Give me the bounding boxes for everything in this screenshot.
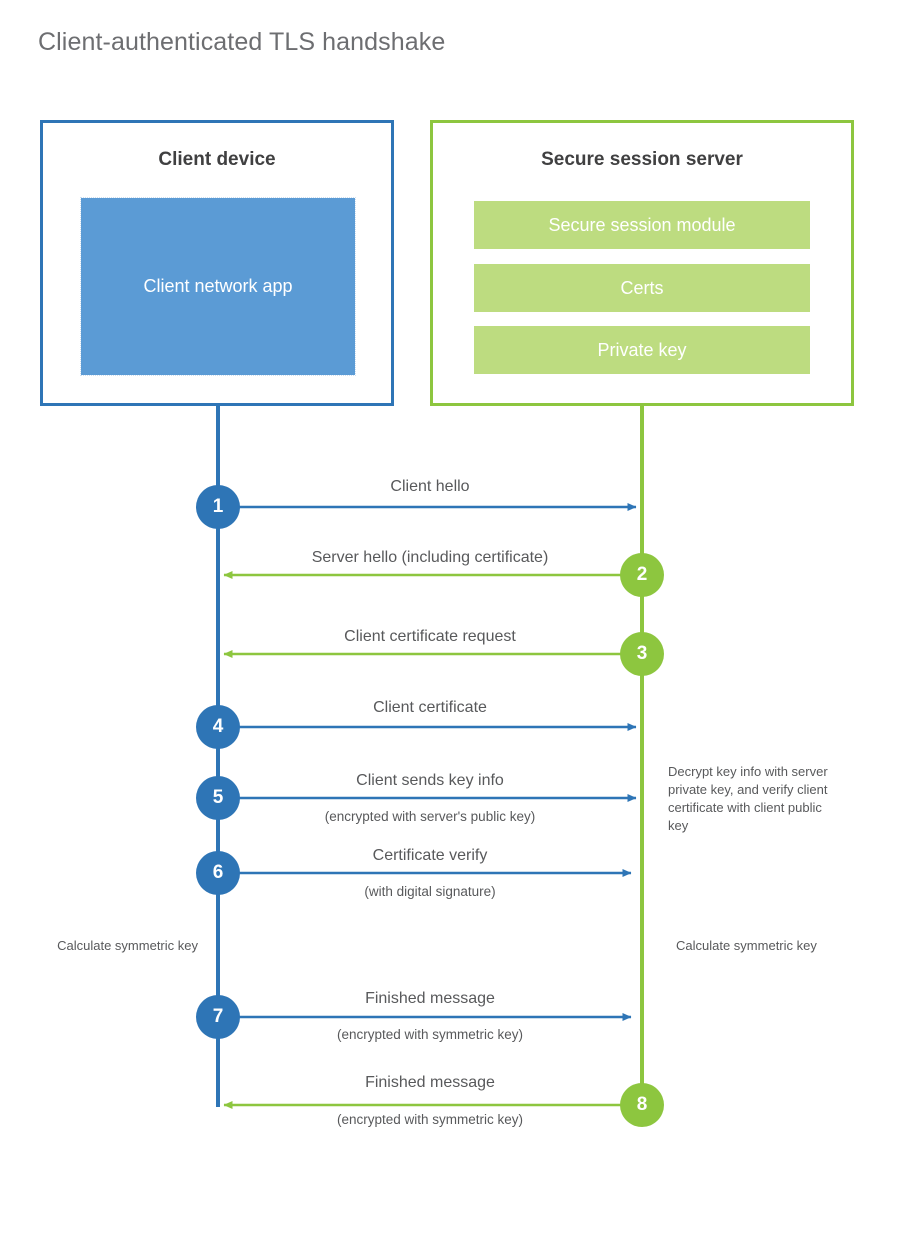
message-label-6: Certificate verify xyxy=(372,847,488,864)
step-circle-5: 5 xyxy=(196,776,240,820)
step-circle-7: 7 xyxy=(196,995,240,1039)
server-block-secure-session-module: Secure session module xyxy=(474,201,810,249)
message-label-1: Client hello xyxy=(390,478,470,495)
step-circle-6: 6 xyxy=(196,851,240,895)
note-client-calculate-symmetric-key: Calculate symmetric key xyxy=(57,938,198,953)
message-label-8: Finished message xyxy=(365,1074,495,1091)
server-block-private-key: Private key xyxy=(474,326,810,374)
message-label-7: Finished message xyxy=(365,990,495,1007)
page-title: Client-authenticated TLS handshake xyxy=(38,28,446,56)
client-network-app-block: Client network app xyxy=(80,197,356,376)
step-circle-1: 1 xyxy=(196,485,240,529)
actor-box-client: Client device Client network app xyxy=(40,120,394,406)
note-server-calculate-symmetric-key: Calculate symmetric key xyxy=(676,938,817,953)
note-server-decrypt: Decrypt key info with server private key… xyxy=(668,764,828,833)
message-sublabel-5: (encrypted with server's public key) xyxy=(324,809,536,824)
step-circle-8: 8 xyxy=(620,1083,664,1127)
message-label-2: Server hello (including certificate) xyxy=(311,549,549,566)
message-sublabel-8: (encrypted with symmetric key) xyxy=(336,1112,524,1127)
actor-title-client: Client device xyxy=(158,149,276,170)
actor-box-server: Secure session server Secure session mod… xyxy=(430,120,854,406)
step-circle-4: 4 xyxy=(196,705,240,749)
message-sublabel-7: (encrypted with symmetric key) xyxy=(336,1027,524,1042)
message-label-5: Client sends key info xyxy=(356,772,504,789)
step-circle-2: 2 xyxy=(620,553,664,597)
message-label-3: Client certificate request xyxy=(344,628,516,645)
message-label-4: Client certificate xyxy=(373,699,487,716)
message-sublabel-6: (with digital signature) xyxy=(364,884,496,899)
actor-title-server: Secure session server xyxy=(541,149,743,170)
server-block-certs: Certs xyxy=(474,264,810,312)
step-circle-3: 3 xyxy=(620,632,664,676)
